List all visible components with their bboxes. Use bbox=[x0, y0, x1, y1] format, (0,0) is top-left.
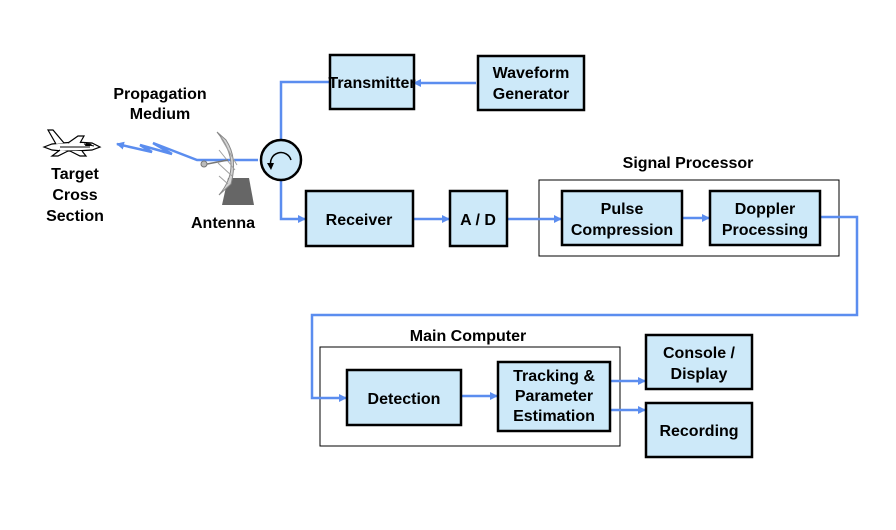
connectors bbox=[116, 79, 859, 414]
detection-label: Detection bbox=[368, 391, 441, 408]
doppler-label-line1: Doppler bbox=[735, 201, 795, 218]
pulse-label-line2: Compression bbox=[571, 222, 673, 239]
aircraft-icon bbox=[42, 129, 102, 157]
transmitter-block: Transmitter bbox=[328, 53, 416, 111]
receiver-label: Receiver bbox=[326, 212, 393, 229]
waveform-label-line1: Waveform bbox=[493, 65, 570, 82]
tracking-block: Tracking & Parameter Estimation bbox=[496, 360, 612, 433]
target-label-line2: Cross bbox=[52, 187, 97, 204]
pulse-compression-block: Pulse Compression bbox=[560, 189, 684, 247]
receiver-block: Receiver bbox=[304, 189, 415, 248]
target-label-line3: Section bbox=[46, 208, 104, 225]
target-label-line1: Target bbox=[51, 166, 99, 183]
tracking-label-line3: Estimation bbox=[513, 408, 595, 425]
tracking-label-line2: Parameter bbox=[515, 388, 593, 405]
detection-block: Detection bbox=[345, 368, 463, 427]
ad-label: A / D bbox=[460, 212, 496, 229]
transmitter-label: Transmitter bbox=[328, 75, 415, 92]
doppler-processing-block: Doppler Processing bbox=[708, 189, 822, 247]
waveform-label-line2: Generator bbox=[493, 86, 569, 103]
antenna-label: Antenna bbox=[191, 215, 255, 232]
recording-label: Recording bbox=[659, 423, 738, 440]
console-label-line1: Console / bbox=[663, 345, 736, 362]
arrow-circulator-to-receiver bbox=[279, 180, 306, 223]
signal-processor-label: Signal Processor bbox=[623, 155, 754, 172]
propagation-path bbox=[116, 141, 258, 162]
tracking-label-line1: Tracking & bbox=[513, 368, 595, 385]
pulse-label-line1: Pulse bbox=[601, 201, 644, 218]
arrow-doppler-to-detection bbox=[310, 215, 859, 402]
circulator-icon bbox=[259, 138, 303, 182]
doppler-label-line2: Processing bbox=[722, 222, 808, 239]
console-display-block: Console / Display bbox=[644, 333, 754, 391]
antenna-dish-icon bbox=[200, 131, 254, 205]
recording-block: Recording bbox=[644, 401, 754, 459]
waveform-generator-block: Waveform Generator bbox=[476, 54, 586, 112]
arrow-transmitter-to-circulator bbox=[277, 80, 330, 147]
propagation-label-line1: Propagation bbox=[113, 86, 206, 103]
propagation-label-line2: Medium bbox=[130, 106, 190, 123]
console-label-line2: Display bbox=[671, 366, 728, 383]
main-computer-frame bbox=[319, 346, 621, 447]
ad-converter-block: A / D bbox=[448, 189, 509, 248]
main-computer-label: Main Computer bbox=[410, 328, 526, 345]
